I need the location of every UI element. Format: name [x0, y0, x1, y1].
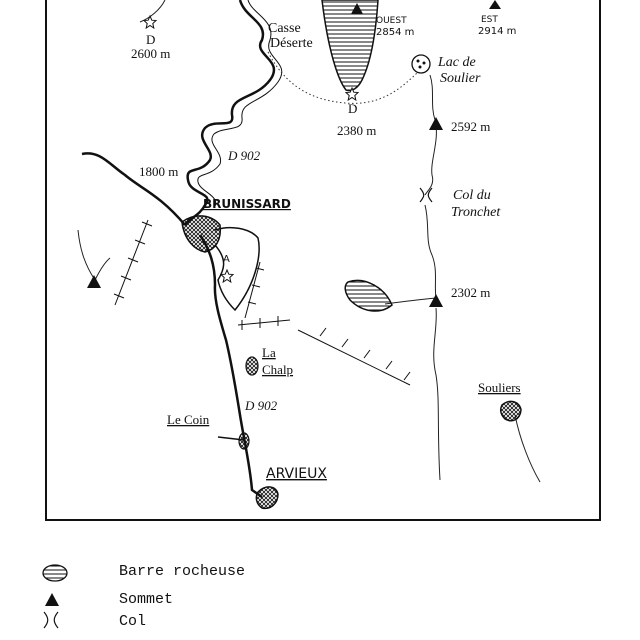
ridge-ticks-center: [237, 261, 291, 330]
elev-ouest: 2854 m: [376, 27, 414, 38]
summit-2592-icon: [429, 117, 443, 130]
map-frame: [45, 0, 601, 521]
rock-bar-icon: [42, 564, 68, 582]
elev-2592: 2592 m: [451, 119, 490, 134]
label-souliers: Souliers: [478, 380, 521, 395]
label-brunissard: BRUNISSARD: [203, 197, 291, 211]
legend-label-summit: Sommet: [119, 591, 173, 608]
village-le-coin: [238, 432, 250, 450]
summit-2302-icon: [429, 294, 443, 307]
village-la-chalp: [245, 356, 259, 376]
road-loop-a: [214, 226, 260, 312]
label-d902-lower: D 902: [244, 398, 278, 413]
road-d902-upper: [183, 0, 276, 226]
village-brunissard: [181, 215, 222, 253]
label-d902-upper: D 902: [227, 148, 261, 163]
road-1800: [81, 152, 186, 226]
label-lac-line1: Lac de: [437, 55, 476, 70]
label-col-line2: Tronchet: [451, 205, 501, 220]
label-col-line1: Col du: [453, 188, 491, 203]
legend-label-col: Col: [119, 613, 146, 630]
summit-left-icon: [87, 275, 101, 288]
elev-2600: 2600 m: [131, 46, 170, 61]
label-casse-line2: Déserte: [270, 36, 313, 51]
trail-lac-col: [424, 74, 437, 196]
label-arvieux: ARVIEUX: [266, 466, 327, 482]
road-d902-upper-inner: [197, 0, 283, 209]
trail-2302-west: [384, 297, 437, 305]
lake-soulier-icon: [411, 54, 431, 74]
star-d-mid-icon: [344, 86, 360, 102]
star-a-icon: [219, 268, 235, 284]
label-le-coin: Le Coin: [167, 412, 210, 427]
summit-ouest-icon: [351, 3, 363, 14]
village-arvieux: [255, 486, 279, 510]
label-casse-line1: Casse: [268, 21, 301, 36]
village-souliers: [500, 400, 522, 422]
label-la-chalp-line1: La: [262, 345, 276, 360]
label-d-mid: D: [348, 101, 357, 116]
ridge-ticks-right: [297, 327, 411, 386]
label-est: EST: [481, 15, 498, 25]
label-lac-line2: Soulier: [440, 71, 481, 86]
rock-bar-2302: [344, 279, 393, 312]
ridge-ticks-left: [113, 219, 153, 306]
summit-est-icon: [489, 0, 501, 9]
trail-souliers: [514, 414, 541, 483]
label-d-left: D: [146, 32, 155, 47]
label-a: A: [223, 254, 230, 265]
trail-col-2302: [424, 204, 437, 299]
trail-left: [77, 229, 111, 281]
legend-label-rock-bar: Barre rocheuse: [119, 563, 245, 580]
label-ouest: OUEST: [376, 16, 407, 26]
col-pass-icon: [43, 611, 59, 629]
rock-bar-ouest: [321, 0, 379, 92]
elev-1800: 1800 m: [139, 164, 178, 179]
ridge-line: [139, 0, 166, 23]
star-d-left-icon: [142, 14, 158, 30]
label-la-chalp-line2: Chalp: [262, 362, 293, 377]
trail-dotted: [267, 51, 421, 104]
elev-2302: 2302 m: [451, 285, 490, 300]
legend: Barre rocheuse Sommet Col: [42, 563, 245, 630]
col-tronchet-icon: [419, 187, 433, 203]
trail-2302-south: [433, 307, 441, 481]
summit-triangle-icon: [45, 593, 59, 606]
elev-2380: 2380 m: [337, 123, 376, 138]
elev-est: 2914 m: [478, 26, 516, 37]
